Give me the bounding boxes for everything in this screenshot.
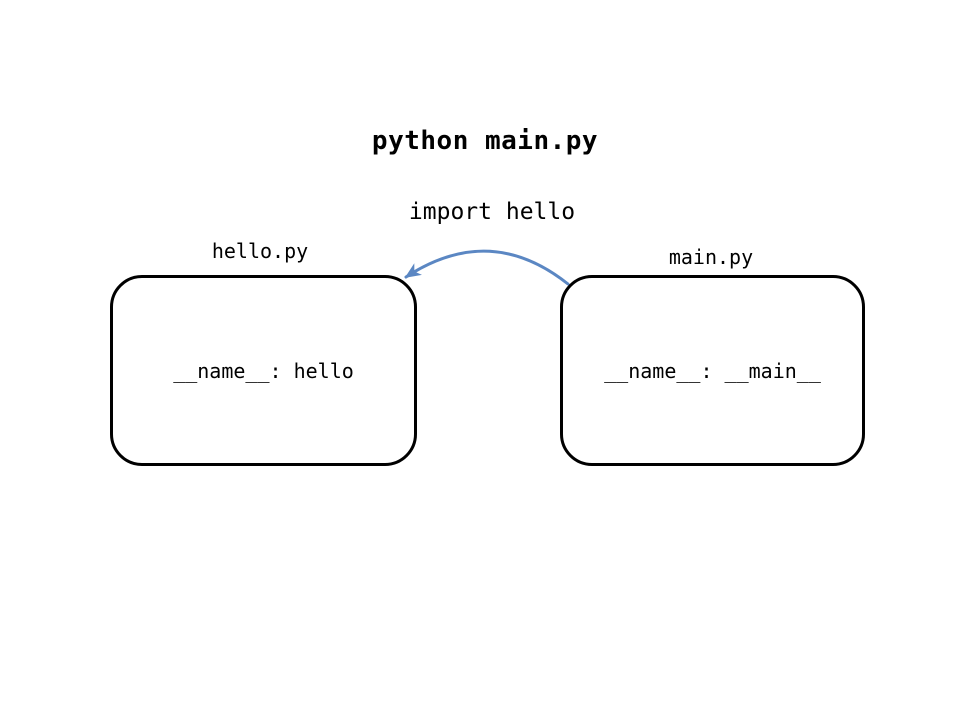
hello-module-filename-label: hello.py	[211, 239, 309, 263]
import-arrow-curve	[404, 249, 570, 286]
page-title: python main.py	[371, 126, 599, 156]
main-module-filename-label: main.py	[668, 245, 754, 269]
main-module-name-value: __name__: __main__	[604, 358, 821, 383]
main-module-box: __name__: __main__	[560, 275, 865, 466]
hello-module-box: __name__: hello	[110, 275, 417, 466]
hello-module-name-value: __name__: hello	[173, 358, 354, 383]
import-statement-label: import hello	[408, 199, 576, 225]
